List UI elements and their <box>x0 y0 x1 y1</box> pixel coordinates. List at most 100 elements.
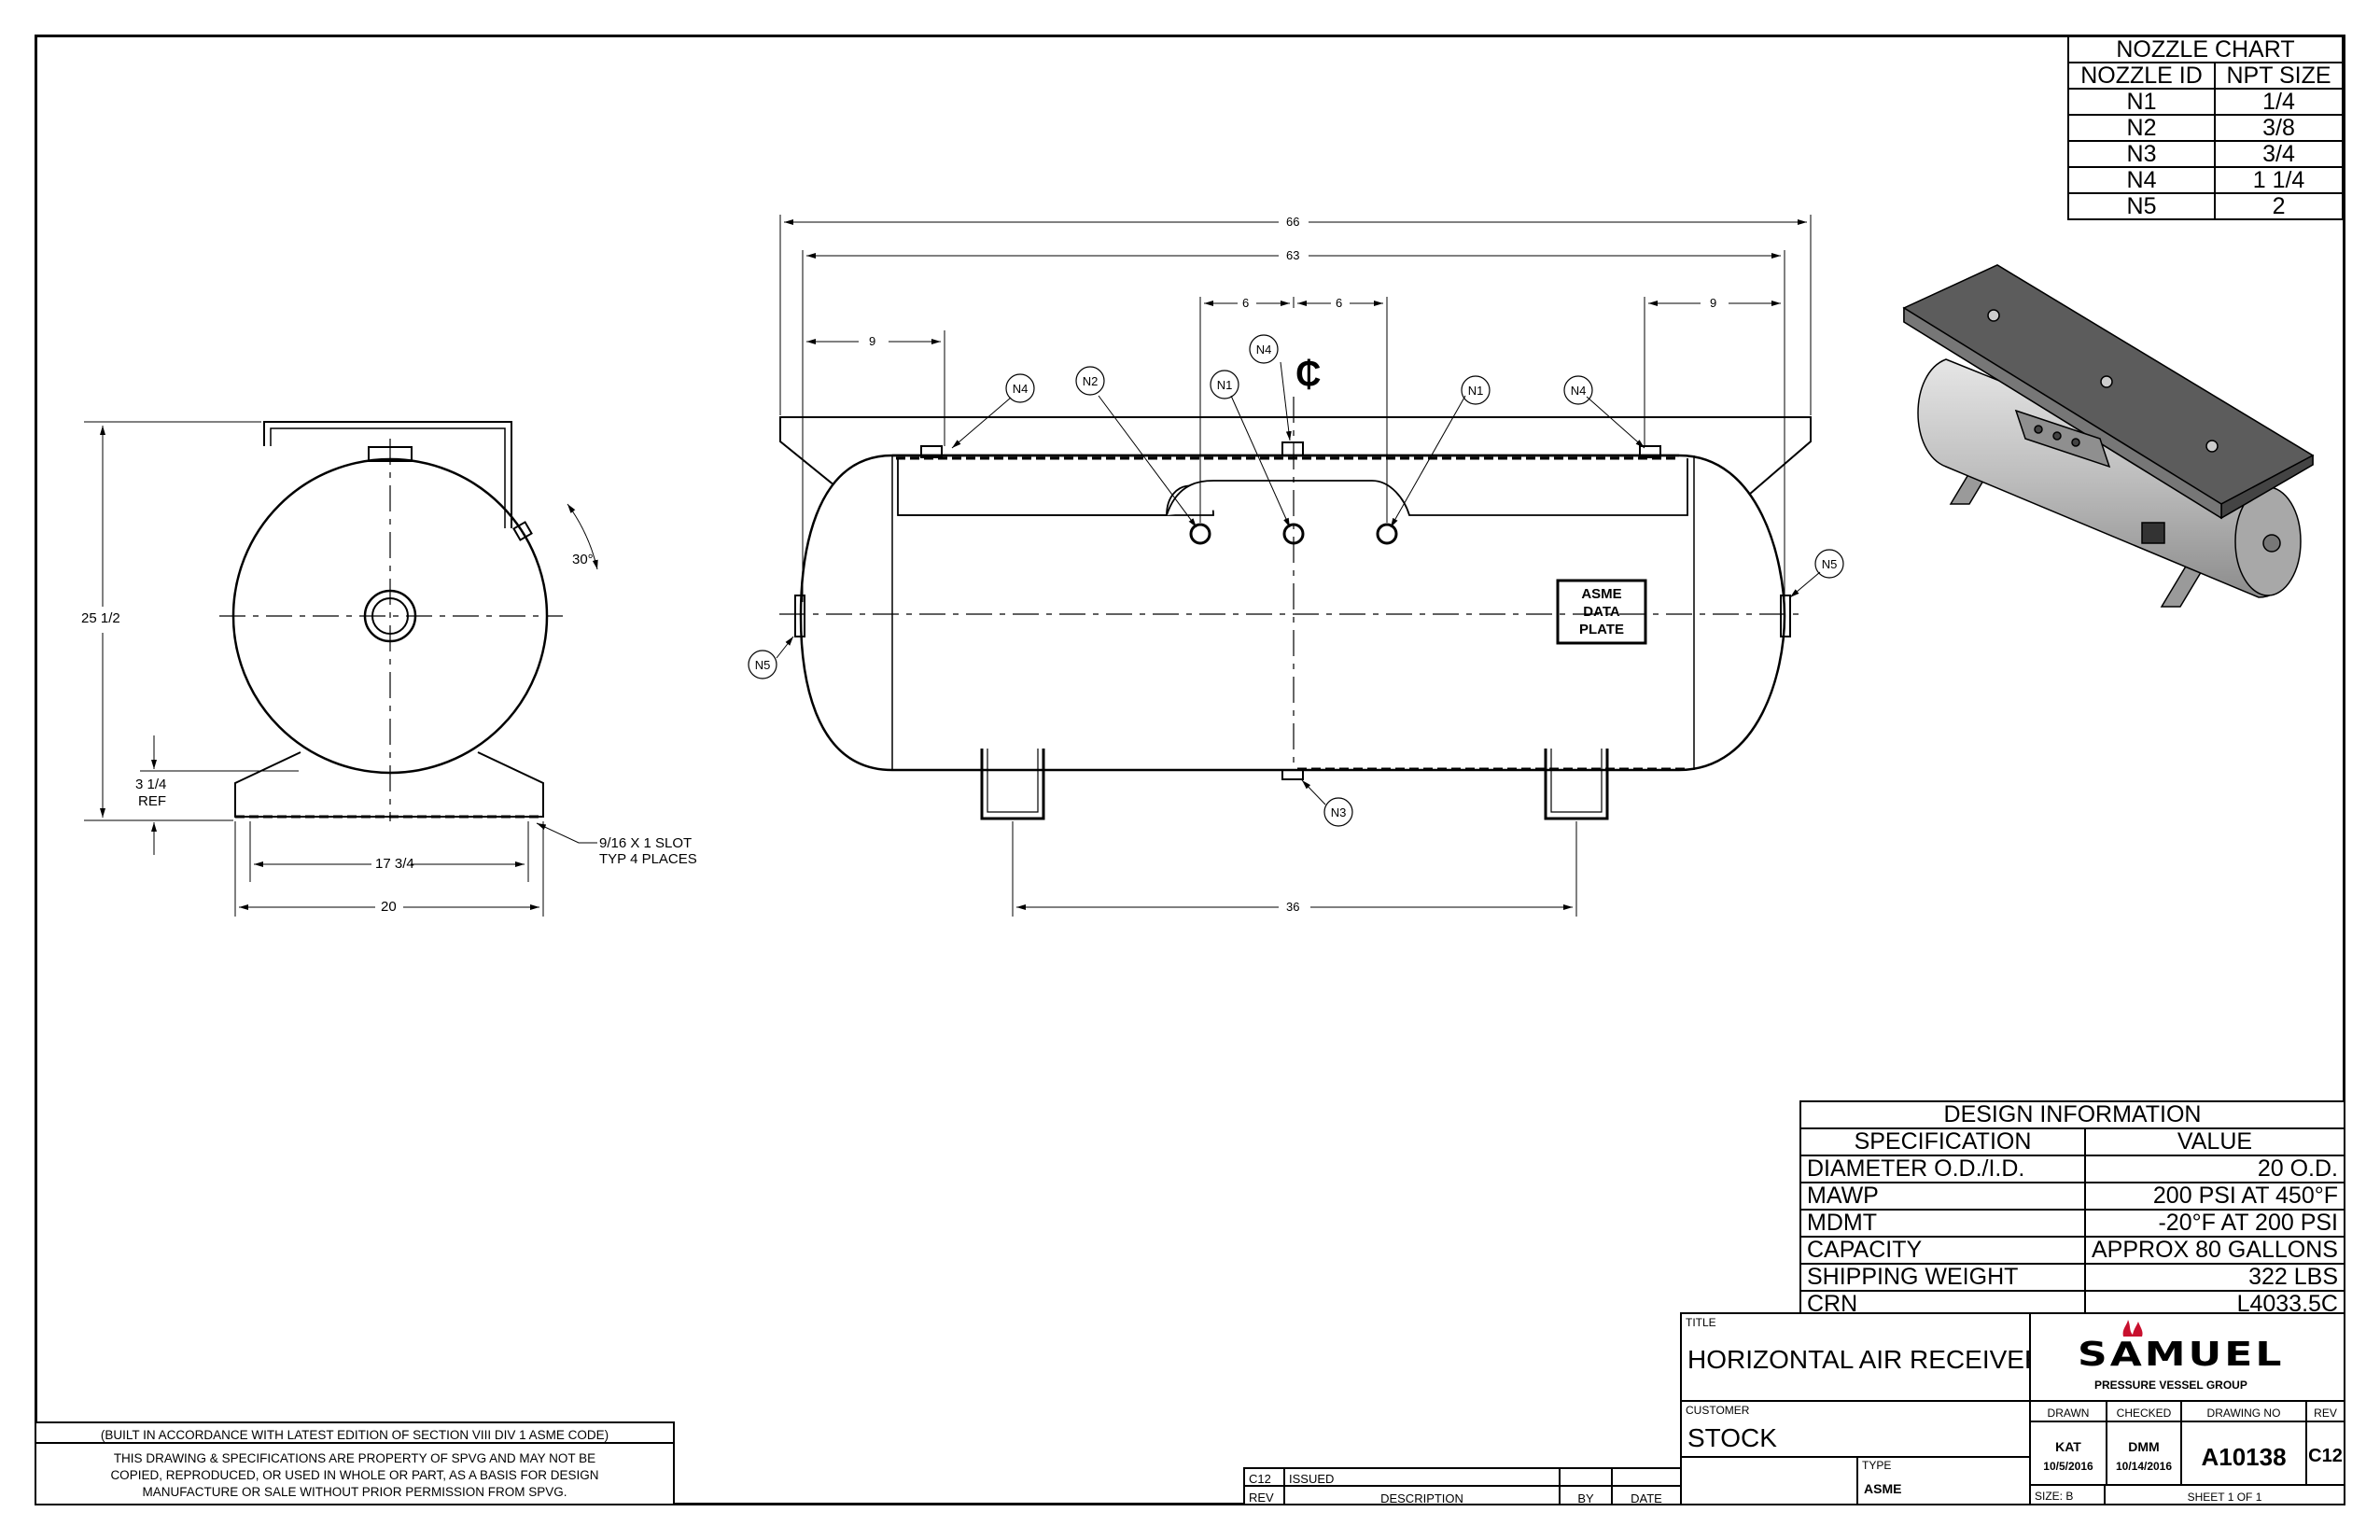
npt-size: 3/4 <box>2214 140 2344 168</box>
rev-header-date-label: DATE <box>1631 1491 1662 1505</box>
callout-n2: N2 <box>1082 374 1099 388</box>
drawn-label: DRAWN <box>2047 1407 2090 1420</box>
checked-by: DMM <box>2128 1439 2160 1454</box>
blank-cell <box>1680 1456 1858 1505</box>
code-note-cell: (BUILT IN ACCORDANCE WITH LATEST EDITION… <box>35 1421 675 1444</box>
rev-value: C12 <box>2308 1446 2343 1466</box>
code-note: (BUILT IN ACCORDANCE WITH LATEST EDITION… <box>100 1428 609 1442</box>
drawing-no-label: DRAWING NO <box>2206 1407 2281 1420</box>
spec: CAPACITY <box>1799 1236 2086 1265</box>
value: 200 PSI AT 450°F <box>2083 1182 2346 1211</box>
dim-9-right: 9 <box>1710 296 1717 310</box>
checked-date: 10/14/2016 <box>2115 1460 2173 1473</box>
sheet-cell: SHEET 1 OF 1 <box>2104 1484 2345 1505</box>
type-value: ASME <box>1864 1481 1902 1496</box>
drawing-no-header: DRAWING NO <box>2180 1400 2307 1422</box>
data-plate-line-2: DATA <box>1583 604 1620 620</box>
dim-36: 36 <box>1286 900 1300 914</box>
end-view <box>84 421 598 917</box>
logo-name: SAMUEL <box>2078 1336 2285 1374</box>
callout-n4-left: N4 <box>1012 382 1029 396</box>
design-info-title: DESIGN INFORMATION <box>1799 1100 2345 1129</box>
drawing-no-cell: A10138 <box>2180 1421 2307 1486</box>
spec: MAWP <box>1799 1182 2086 1211</box>
isometric-view <box>1902 264 2315 608</box>
size-value: SIZE: B <box>2035 1490 2074 1503</box>
legal-line-3: MANUFACTURE OR SALE WITHOUT PRIOR PERMIS… <box>142 1485 567 1499</box>
drawn-cell: KAT 10/5/2016 <box>2029 1421 2107 1486</box>
checked-cell: DMM 10/14/2016 <box>2106 1421 2182 1486</box>
rev-row-rev: C12 <box>1243 1467 1285 1487</box>
samuel-flame-icon <box>2122 1320 2143 1337</box>
legal-note-cell: THIS DRAWING & SPECIFICATIONS ARE PROPER… <box>35 1442 675 1505</box>
customer-label: CUSTOMER <box>1686 1404 1750 1417</box>
npt-size: 3/8 <box>2214 114 2344 142</box>
customer-cell: CUSTOMER STOCK <box>1680 1400 2031 1458</box>
asme-data-plate: ASME DATA PLATE <box>1560 585 1644 638</box>
rev-header-rev-label: REV <box>1249 1491 1274 1505</box>
value: -20°F AT 200 PSI <box>2083 1209 2346 1238</box>
dim-9-left: 9 <box>869 334 876 348</box>
dim-6-right: 6 <box>1336 296 1343 310</box>
drawn-date: 10/5/2016 <box>2043 1460 2093 1473</box>
rev-header: REV <box>2305 1400 2345 1422</box>
value: 20 O.D. <box>2083 1155 2346 1183</box>
nozzle-id: N4 <box>2066 166 2217 194</box>
nozzle-chart-title: NOZZLE CHART <box>2067 35 2344 63</box>
type-label: TYPE <box>1862 1459 1892 1472</box>
dim-25-1-2: 25 1/2 <box>81 610 120 626</box>
type-cell: TYPE ASME <box>1856 1456 2031 1505</box>
rev-row-rev-value: C12 <box>1249 1472 1271 1486</box>
title-cell: TITLE HORIZONTAL AIR RECEIVER <box>1680 1312 2043 1402</box>
rev-row-date <box>1611 1467 1682 1487</box>
drawn-header: DRAWN <box>2029 1400 2107 1422</box>
callout-n1-left: N1 <box>1216 378 1233 392</box>
design-information: DESIGN INFORMATION SPECIFICATION VALUE D… <box>1799 1100 2346 1319</box>
legal-line-2: COPIED, REPRODUCED, OR USED IN WHOLE OR … <box>110 1468 599 1482</box>
rev-header-date: DATE <box>1611 1485 1682 1505</box>
logo-cell: SAMUEL PRESSURE VESSEL GROUP <box>2029 1312 2345 1402</box>
value: 322 LBS <box>2083 1263 2346 1292</box>
legal-note: THIS DRAWING & SPECIFICATIONS ARE PROPER… <box>36 1450 673 1501</box>
rev-label: REV <box>2314 1407 2337 1420</box>
dim-ref: REF <box>138 793 166 809</box>
nozzle-id: N1 <box>2066 88 2217 116</box>
callout-n1-right: N1 <box>1467 384 1484 398</box>
npt-size: 1 1/4 <box>2214 166 2344 194</box>
rev-header-by-label: BY <box>1577 1491 1594 1505</box>
table-row: DIAMETER O.D./I.D.20 O.D. <box>1799 1155 2346 1183</box>
nozzle-chart-header-size: NPT SIZE <box>2214 62 2344 90</box>
rev-header-rev: REV <box>1243 1485 1285 1505</box>
callout-n3: N3 <box>1330 805 1347 819</box>
npt-size: 1/4 <box>2214 88 2344 116</box>
callout-n5-right: N5 <box>1821 557 1838 571</box>
logo-tagline: PRESSURE VESSEL GROUP <box>2094 1379 2247 1392</box>
npt-size: 2 <box>2214 192 2344 220</box>
size-cell: SIZE: B <box>2029 1484 2106 1505</box>
dim-17-3-4: 17 3/4 <box>375 856 414 872</box>
nozzle-id: N3 <box>2066 140 2217 168</box>
spec: SHIPPING WEIGHT <box>1799 1263 2086 1292</box>
callout-n5-left: N5 <box>754 658 771 672</box>
rev-header-description-label: DESCRIPTION <box>1380 1491 1463 1505</box>
spec: MDMT <box>1799 1209 2086 1238</box>
dim-20: 20 <box>381 899 397 915</box>
table-row: MDMT-20°F AT 200 PSI <box>1799 1209 2346 1238</box>
title-label: TITLE <box>1686 1316 1716 1329</box>
drawn-by: KAT <box>2055 1439 2081 1454</box>
callout-n4-center: N4 <box>1255 343 1272 357</box>
drawing-no: A10138 <box>2201 1443 2287 1471</box>
centerline-symbol: ₵ <box>1295 355 1322 394</box>
value: APPROX 80 GALLONS <box>2083 1236 2346 1265</box>
dim-30-deg: 30° <box>572 552 594 567</box>
customer-value: STOCK <box>1687 1423 1777 1452</box>
